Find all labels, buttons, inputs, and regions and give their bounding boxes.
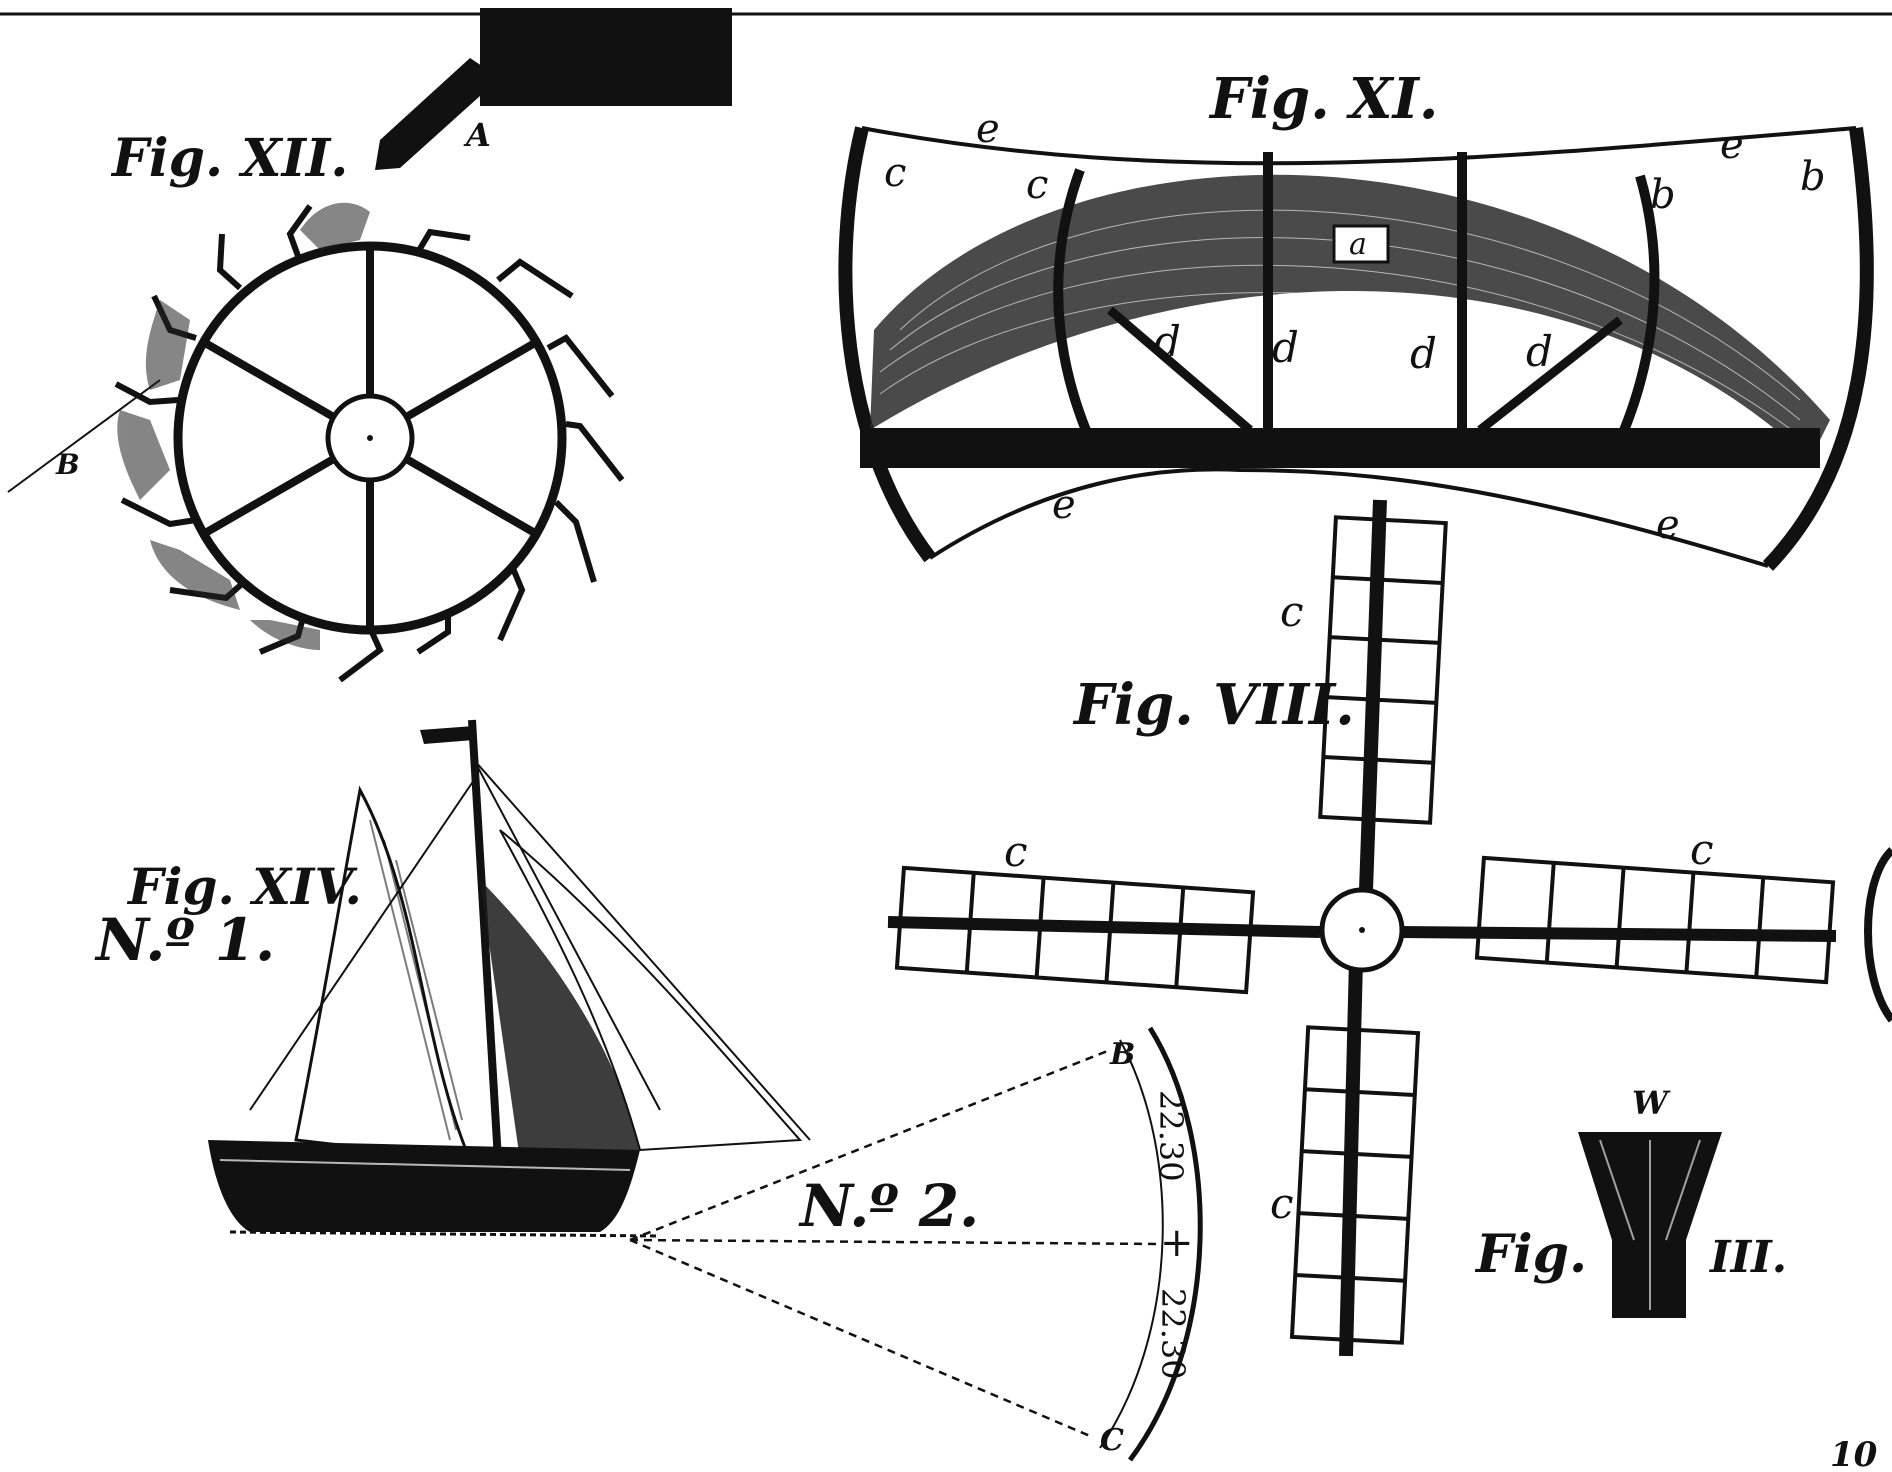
fig-12-title: Fig. XII. — [110, 128, 348, 189]
frame-left-edge — [838, 126, 936, 563]
sail-right — [1399, 855, 1837, 985]
waterline — [229, 1230, 661, 1238]
frame-main-beam — [860, 428, 1820, 468]
fig-14-no2: N.º 2. — [798, 1172, 979, 1240]
hull — [208, 1140, 640, 1232]
fig-3-title-left: Fig. — [1474, 1224, 1587, 1285]
mainsail-hatching — [369, 819, 463, 1141]
frame-outer-bottom — [928, 467, 1769, 568]
letter-a-fig11: a — [1349, 227, 1367, 262]
letter-e-bottom-right: e — [1656, 502, 1680, 548]
fig-12-water-wheel: Fig. XII. A B — [7, 8, 732, 683]
hatched-arch — [870, 174, 1830, 461]
letter-c-sail-top: c — [1280, 587, 1304, 636]
sail-left — [887, 865, 1321, 995]
protractor-label-b: B — [1109, 1037, 1135, 1072]
letter-d-3: d — [1410, 329, 1437, 378]
protractor-mid-mark: + — [1160, 1220, 1194, 1266]
water-trough — [480, 8, 732, 106]
line-b — [7, 379, 161, 493]
protractor-lower-scale: 22.30 — [1154, 1288, 1192, 1380]
water-chute — [375, 58, 500, 170]
frame-verticals — [1053, 152, 1660, 465]
fig-14-title: Fig. XIV. — [126, 857, 362, 916]
protractor-label-c: C — [1100, 1423, 1124, 1458]
protractor-upper-scale: 22.30 — [1152, 1090, 1190, 1182]
letter-b-inner: b — [1650, 172, 1676, 218]
letter-e-bottom-left: e — [1052, 482, 1076, 528]
sail-top — [1318, 499, 1448, 891]
fig-8-windmill: Fig. VIII. c c c c — [887, 499, 1837, 1357]
fig-8-title: Fig. VIII. — [1072, 672, 1355, 738]
letter-c-inner: c — [1026, 162, 1048, 208]
jib — [499, 829, 803, 1152]
protractor-arc-outer — [1127, 1026, 1203, 1462]
fig-3-funnel: Fig. III. W — [1474, 1084, 1787, 1318]
letter-b-fig12: B — [55, 448, 80, 481]
plate-number: 10 — [1830, 1435, 1878, 1472]
fig-11-frame: Fig. XI. a e e e e c c b b d d d d — [838, 66, 1874, 571]
fig-14-ship: Fig. XIV. N.º 1. — [94, 719, 811, 1238]
letter-a-fig12: A — [463, 116, 491, 154]
letter-c-sail-right: c — [1690, 825, 1714, 874]
letter-c-sail-left: c — [1004, 827, 1028, 876]
fig-14-no1: N.º 1. — [94, 906, 275, 974]
wheel-axle — [367, 435, 373, 441]
letter-e-top-right: e — [1720, 122, 1744, 168]
windmill-axle — [1359, 927, 1365, 933]
frame-right-edge — [1762, 127, 1874, 571]
partial-circle-right-edge — [1864, 847, 1892, 1023]
protractor-arc-inner — [1099, 1039, 1164, 1449]
letter-c-sail-bottom: c — [1270, 1179, 1294, 1228]
sail-bottom — [1289, 959, 1421, 1357]
sight-lines — [629, 1048, 1161, 1438]
letter-c-left: c — [884, 150, 906, 196]
mast-main — [468, 719, 502, 1161]
mainsail — [294, 785, 473, 1162]
fig-11-title: Fig. XI. — [1208, 66, 1438, 132]
wheel-water-stipple — [117, 202, 370, 650]
hull-deck-line — [219, 1159, 631, 1171]
fig-3-title-right: III. — [1708, 1232, 1787, 1283]
letter-b-right: b — [1800, 154, 1826, 200]
letter-e-top-left: e — [976, 106, 1000, 152]
frame-outer-top — [861, 126, 1857, 166]
letter-w: W — [1632, 1084, 1671, 1122]
frame-diagonals — [1107, 306, 1623, 434]
funnel-hatching — [1599, 1139, 1701, 1310]
letter-d-1: d — [1154, 317, 1181, 366]
fig-14-protractor: B C 22.30 + 22.30 N.º 2. — [629, 1026, 1203, 1462]
foresail — [480, 880, 640, 1160]
label-box-a — [1332, 224, 1390, 264]
flag — [420, 726, 474, 744]
rigging — [249, 759, 811, 1141]
arch-hatching — [879, 209, 1809, 456]
letter-d-4: d — [1526, 327, 1553, 376]
letter-d-2: d — [1272, 323, 1299, 372]
